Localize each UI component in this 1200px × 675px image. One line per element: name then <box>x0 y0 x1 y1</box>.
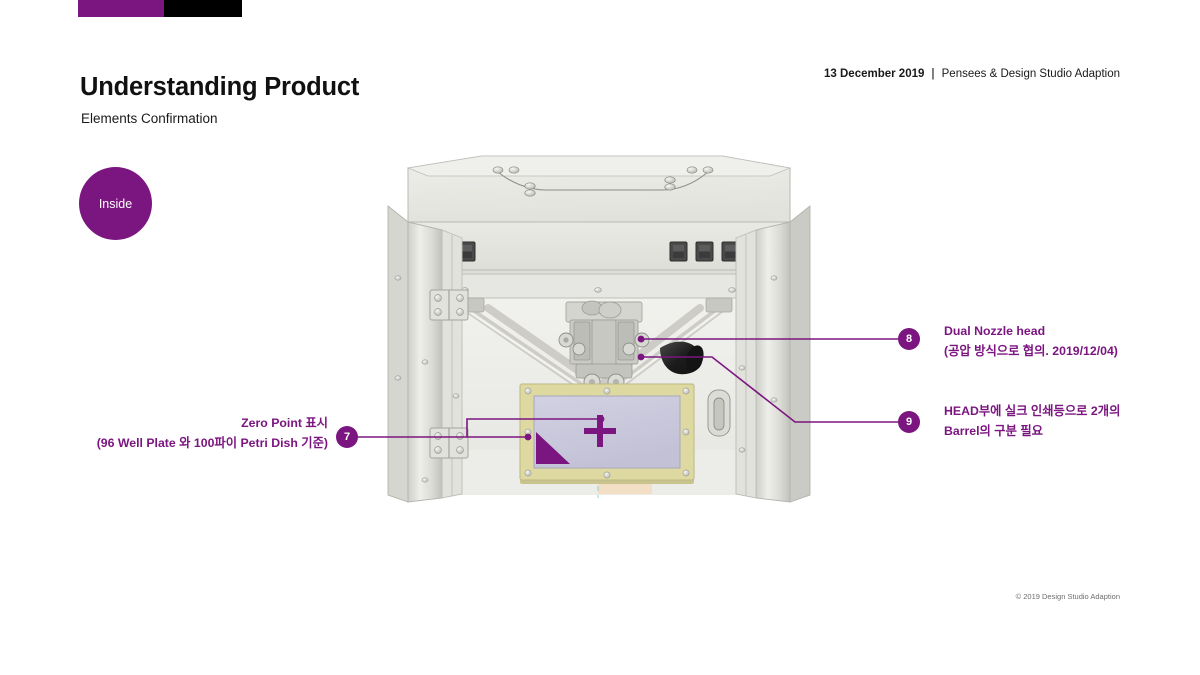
callout-9-line-2: Barrel의 구분 필요 <box>944 423 1043 438</box>
accent-bar-black-segment <box>164 0 242 17</box>
door-hinge-lower <box>429 427 469 459</box>
left-frame-column <box>387 205 469 503</box>
callout-9-line-1: HEAD부에 실크 인쇄등으로 2개의 <box>944 404 1121 418</box>
callout-number-7[interactable]: 7 <box>336 426 358 448</box>
header-date: 13 December 2019 <box>824 68 925 80</box>
printer-illustration <box>387 155 811 503</box>
page-subtitle: Elements Confirmation <box>81 111 218 126</box>
top-accent-bar <box>78 0 242 17</box>
callout-number-9[interactable]: 9 <box>898 411 920 433</box>
switch-bank <box>669 241 740 262</box>
zero-point-corner-marker <box>536 432 570 464</box>
header-separator: | <box>931 68 935 80</box>
callout-7-line-2: (96 Well Plate 와 100파이 Petri Dish 기준) <box>96 435 328 450</box>
section-badge-label: Inside <box>98 196 133 211</box>
callout-8-line-1: Dual Nozzle head <box>944 324 1046 338</box>
callout-text-8: Dual Nozzle head (공압 방식으로 협의. 2019/12/04… <box>944 322 1118 362</box>
header-organization: Pensees & Design Studio Adaption <box>941 68 1120 80</box>
callout-number-7-label: 7 <box>343 431 351 443</box>
accent-bar-purple-segment <box>78 0 164 17</box>
footer-copyright: © 2019 Design Studio Adaption <box>1015 592 1120 601</box>
callout-8-line-2: (공압 방식으로 협의. 2019/12/04) <box>944 343 1118 358</box>
build-plate <box>519 383 695 484</box>
header-meta: 13 December 2019 | Pensees & Design Stud… <box>824 68 1120 80</box>
dual-nozzle-print-head <box>558 300 650 391</box>
callout-number-8[interactable]: 8 <box>898 328 920 350</box>
callout-text-7: Zero Point 표시 (96 Well Plate 와 100파이 Pet… <box>97 414 328 454</box>
callout-number-9-label: 9 <box>905 416 913 428</box>
section-badge-inside: Inside <box>79 167 152 240</box>
door-latch-handle <box>707 389 731 437</box>
callout-number-8-label: 8 <box>905 333 913 345</box>
callout-text-9: HEAD부에 실크 인쇄등으로 2개의 Barrel의 구분 필요 <box>944 402 1120 442</box>
callout-7-line-1: Zero Point 표시 <box>241 416 328 430</box>
page-title: Understanding Product <box>80 73 360 101</box>
door-hinge-upper <box>429 289 469 321</box>
